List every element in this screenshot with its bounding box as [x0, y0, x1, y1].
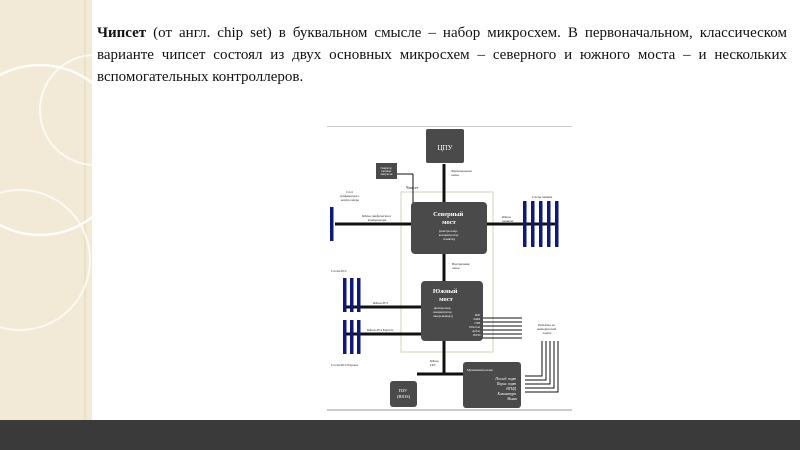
chipset-label: Чипсет [406, 185, 418, 190]
chipset-definition-text: (от англ. chip set) в буквальном смысле … [97, 25, 787, 85]
south-bridge-ports: IDE SATA USB Ethernet Аудио ПЛЗУ [468, 313, 482, 337]
graphics-slot-label: Слот графического контроллера [340, 190, 360, 202]
bus-lines [335, 164, 555, 376]
cpu-box [426, 129, 464, 163]
decorative-band-stripe [84, 0, 86, 420]
pci-slots-label: Слоты PCI [331, 269, 347, 273]
cpu-label: ЦПУ [437, 144, 452, 152]
pcie-slots [343, 320, 361, 354]
south-bridge-title: Южный мост [433, 288, 459, 303]
chipset-term: Чипсет [97, 25, 147, 41]
memory-slots-label: Слоты памяти [532, 195, 553, 199]
memory-bus-label: Шина памяти [501, 215, 514, 223]
chipset-block-diagram: ЦПУ Генератор тактовых импульсов Фронтал… [327, 126, 572, 411]
internal-bus-label: Внутренняя шина [452, 262, 470, 270]
bios-box [390, 381, 417, 407]
thin-lines [397, 173, 559, 393]
lpc-bus-label: Шина LPC [429, 359, 439, 367]
clock-generator-box [376, 163, 397, 179]
graphics-slot [330, 207, 334, 241]
clock-generator-label: Генератор тактовых импульсов [381, 167, 394, 176]
superio-items: Послед. порт Парал. порт НГМД Клавиатура… [494, 377, 517, 401]
pci-slots [343, 278, 361, 312]
superio-box [463, 362, 521, 408]
graphics-bus-label: Шина графического контроллера [361, 214, 392, 222]
bottom-bar [0, 420, 800, 450]
pci-bus-label: Шина PCI [372, 301, 389, 305]
bios-label: ПЗУ (BIOS) [397, 388, 411, 399]
chipset-definition-paragraph: Чипсет (от англ. chip set) в буквальном … [97, 22, 787, 88]
north-bridge-title: Северный мост [433, 211, 465, 226]
motherboard-connectors-label: Разъёмы на материнской плате [536, 323, 557, 335]
decorative-circles [0, 54, 151, 331]
fsb-label: Фронтальная шина [451, 169, 472, 177]
chipset-region [400, 191, 494, 353]
north-bridge-subtitle: (контроллер- концентратор памяти) [439, 229, 459, 241]
superio-title: Мультиконтроллер [467, 368, 493, 372]
pcie-bus-label: Шина PCI Express [366, 328, 394, 332]
pcie-slots-label: Слоты PCI Express [331, 363, 359, 367]
north-bridge-box [411, 202, 487, 254]
memory-slots [523, 201, 559, 247]
decorative-side-band [0, 0, 92, 420]
south-bridge-subtitle: (контроллер- концентратор ввода-вывода) [433, 306, 452, 318]
south-bridge-box [421, 281, 483, 341]
